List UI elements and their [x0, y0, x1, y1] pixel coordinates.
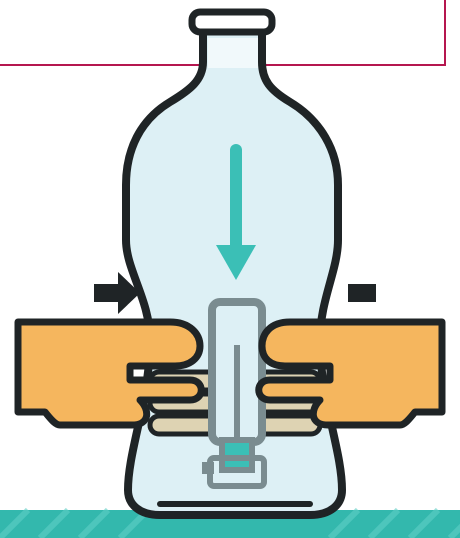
- left-hand: [14, 318, 205, 429]
- floor: [0, 507, 460, 538]
- bottle-lip: [188, 8, 276, 36]
- down-arrow-icon: [216, 144, 256, 280]
- neck-highlight: [208, 38, 258, 68]
- minus-icon: [348, 284, 376, 302]
- right-hand: [255, 318, 446, 429]
- push-right-arrow-icon: [94, 272, 140, 314]
- opener-tool: [202, 298, 267, 489]
